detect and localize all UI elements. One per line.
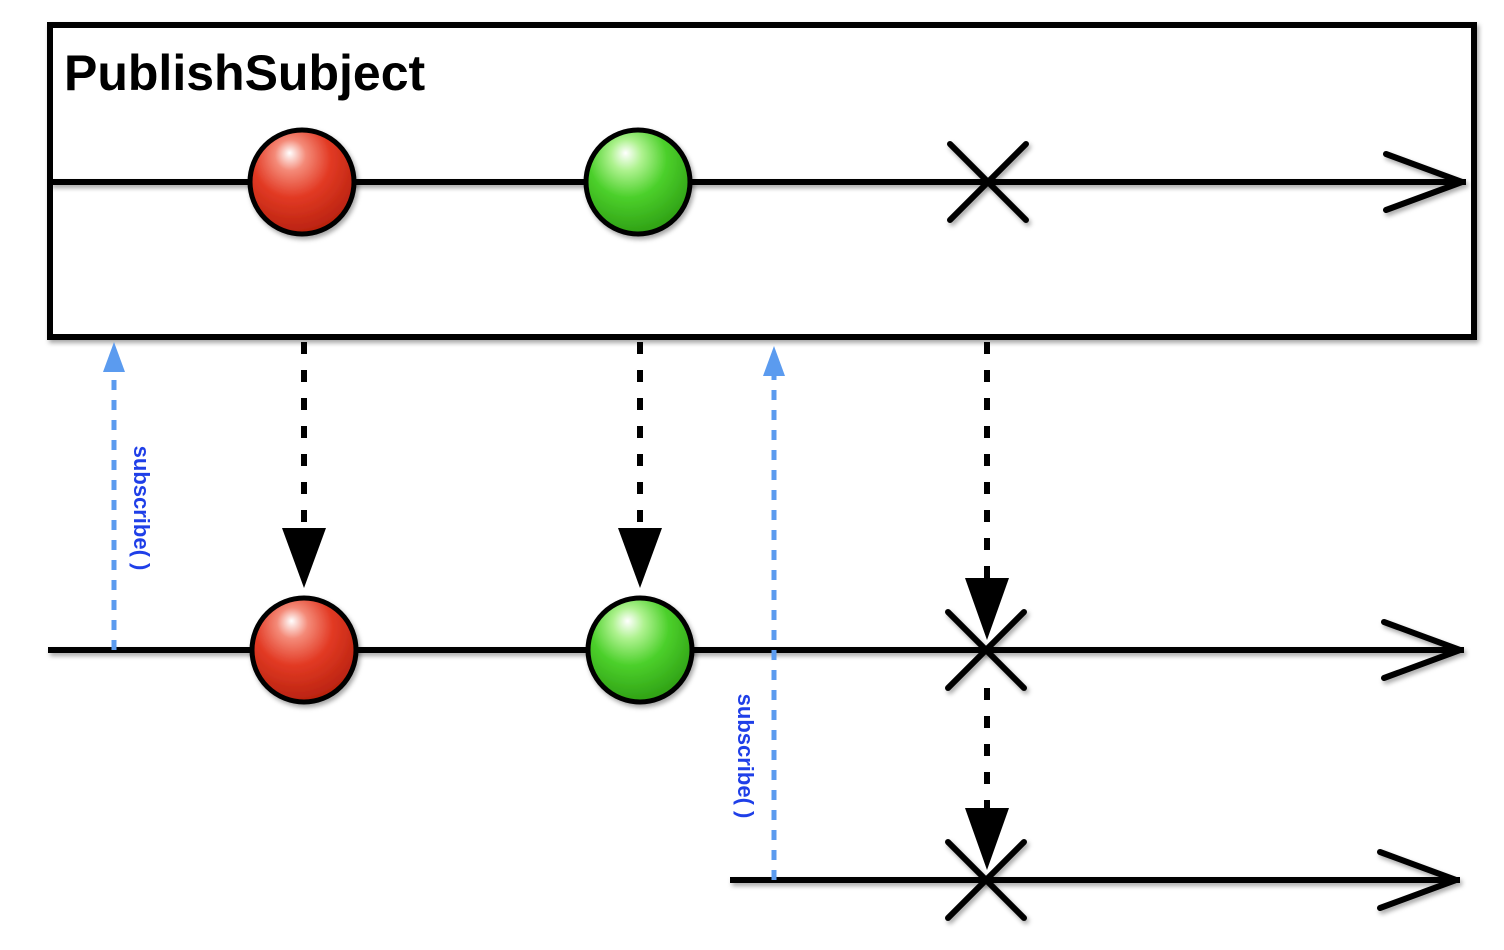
subject-green-marble <box>583 127 693 237</box>
subscribe-label-2: subscribe( ) <box>733 694 758 819</box>
subscribe-arrow-2 <box>763 346 785 880</box>
diagram-title: PublishSubject <box>64 45 426 101</box>
subject-error-x <box>947 141 1029 223</box>
subscribe-label-1: subscribe( ) <box>129 446 154 571</box>
emission-connector-error-second <box>965 688 1009 870</box>
subscriber-2-error-x <box>945 839 1027 921</box>
subscriber-1-error-x <box>945 609 1027 691</box>
subject-timeline-arrowhead <box>1383 151 1465 213</box>
emission-connector-green <box>618 342 662 588</box>
subject-red-marble <box>247 127 357 237</box>
subscribe-arrow-1 <box>103 342 125 650</box>
subscriber-2-timeline-arrowhead <box>1377 849 1459 911</box>
subscriber-1-red-marble <box>249 595 359 705</box>
emission-connector-error <box>965 342 1009 640</box>
emission-connector-red <box>282 342 326 588</box>
subscriber-1-timeline-arrowhead <box>1381 619 1463 681</box>
subscriber-1-green-marble <box>585 595 695 705</box>
subscriber-2-timeline <box>730 849 1460 911</box>
